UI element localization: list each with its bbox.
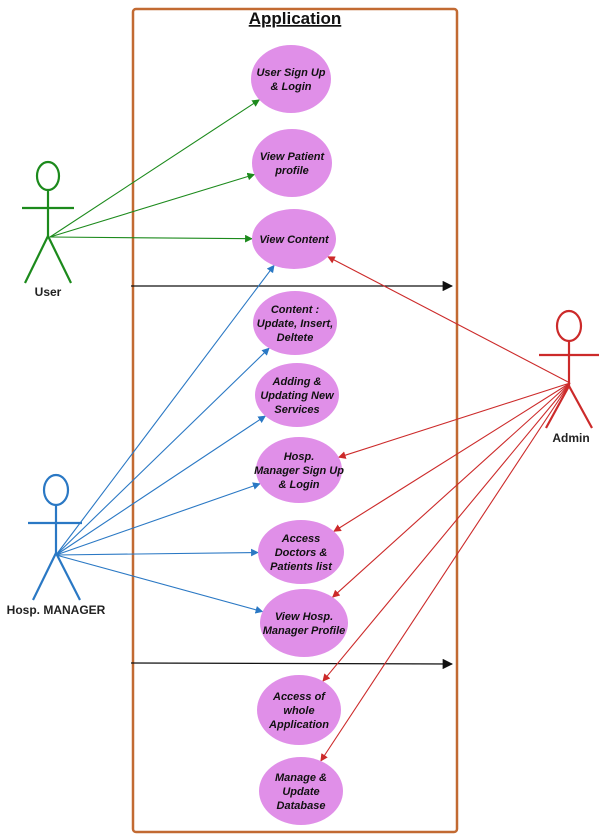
- use-case-signup-label-line: & Login: [271, 81, 312, 93]
- use-case-mgr-signup-label-line: Hosp.: [284, 451, 315, 463]
- user-actor-label: User: [35, 285, 62, 299]
- admin-actor-label: Admin: [552, 431, 589, 445]
- use-case-access-docs-shape: [258, 520, 344, 584]
- use-case-content-update-label-line: Content :: [271, 304, 320, 316]
- use-case-services-shape: [255, 363, 339, 427]
- association-lines: [49, 99, 571, 762]
- use-case-access-app-shape: [257, 675, 341, 745]
- divider-arrow-bottom: [130, 658, 454, 670]
- use-case-mgr-profile-shape: [260, 589, 348, 657]
- hosp-manager-actor[interactable]: [28, 473, 82, 601]
- use-case-access-app-label-line: Application: [268, 719, 329, 731]
- admin-actor[interactable]: [539, 309, 599, 429]
- admin-to-access-docs-link: [333, 382, 571, 532]
- use-case-signup[interactable]: User Sign Up & Login: [251, 45, 331, 113]
- use-case-content-update-label-line: Update, Insert,: [257, 318, 333, 330]
- use-case-mgr-signup[interactable]: Hosp. Manager Sign Up & Login: [254, 437, 344, 503]
- admin-to-mgr-signup-link: [337, 382, 571, 459]
- use-case-mgr-signup-label-line: Manager Sign Up: [254, 465, 344, 477]
- use-case-manage-db-label-line: Update: [282, 786, 319, 798]
- admin-to-access-app-link: [322, 382, 571, 682]
- user-actor[interactable]: [22, 160, 74, 284]
- use-case-view-patient-shape: [252, 129, 332, 197]
- use-case-view-content[interactable]: View Content: [252, 209, 336, 269]
- user-to-view-content-link: [49, 234, 253, 243]
- use-case-manage-db-label-line: Database: [277, 800, 326, 812]
- manager-to-view-content-link: [55, 264, 275, 556]
- use-case-services-label-line: Services: [274, 404, 319, 416]
- use-case-view-patient-label-line: View Patient: [260, 151, 326, 163]
- manager-to-mgr-profile-link: [55, 554, 264, 614]
- admin-to-mgr-profile-link: [332, 382, 571, 598]
- use-case-manage-db-shape: [259, 757, 343, 825]
- manager-to-mgr-signup-link: [55, 482, 261, 556]
- use-case-content-update[interactable]: Content : Update, Insert, Deltete: [253, 291, 337, 355]
- use-case-signup-shape: [251, 45, 331, 113]
- admin-to-view-content-link: [327, 256, 571, 384]
- hosp-manager-actor-label: Hosp. MANAGER: [7, 603, 106, 617]
- use-case-mgr-profile-label-line: Manager Profile: [263, 625, 346, 637]
- use-case-access-app-label-line: Access of: [272, 691, 326, 703]
- use-case-mgr-profile[interactable]: View Hosp. Manager Profile: [260, 589, 348, 657]
- use-case-services-label-line: Updating New: [260, 390, 335, 402]
- use-case-view-content-shape: [252, 209, 336, 269]
- use-case-view-patient[interactable]: View Patient profile: [252, 129, 332, 197]
- use-case-access-docs-label-line: Access: [281, 533, 321, 545]
- use-case-mgr-signup-shape: [256, 437, 342, 503]
- use-case-access-docs-label-line: Doctors &: [275, 547, 328, 559]
- use-case-mgr-signup-label-line: & Login: [279, 479, 320, 491]
- use-case-mgr-profile-label-line: View Hosp.: [275, 611, 333, 623]
- use-case-view-content-label-line: View Content: [259, 234, 330, 246]
- use-case-view-patient-label-line: profile: [274, 165, 309, 177]
- user-to-signup-link: [49, 99, 260, 238]
- use-case-services-label-line: Adding &: [272, 376, 322, 388]
- use-case-content-update-shape: [253, 291, 337, 355]
- manager-to-services-link: [55, 415, 266, 556]
- user-to-view-patient-link: [49, 172, 256, 238]
- use-case-access-app-label-line: whole: [283, 705, 314, 717]
- use-case-content-update-label-line: Deltete: [277, 332, 314, 344]
- admin-to-manage-db-link: [320, 382, 571, 762]
- use-case-manage-db-label-line: Manage &: [275, 772, 327, 784]
- manager-to-content-update-link: [55, 347, 270, 556]
- use-case-signup-label-line: User Sign Up: [256, 67, 325, 79]
- system-title: Application: [249, 9, 342, 28]
- use-case-access-docs-label-line: Patients list: [270, 561, 333, 573]
- manager-to-access-docs-link: [55, 548, 259, 557]
- system-boundary: [131, 7, 459, 834]
